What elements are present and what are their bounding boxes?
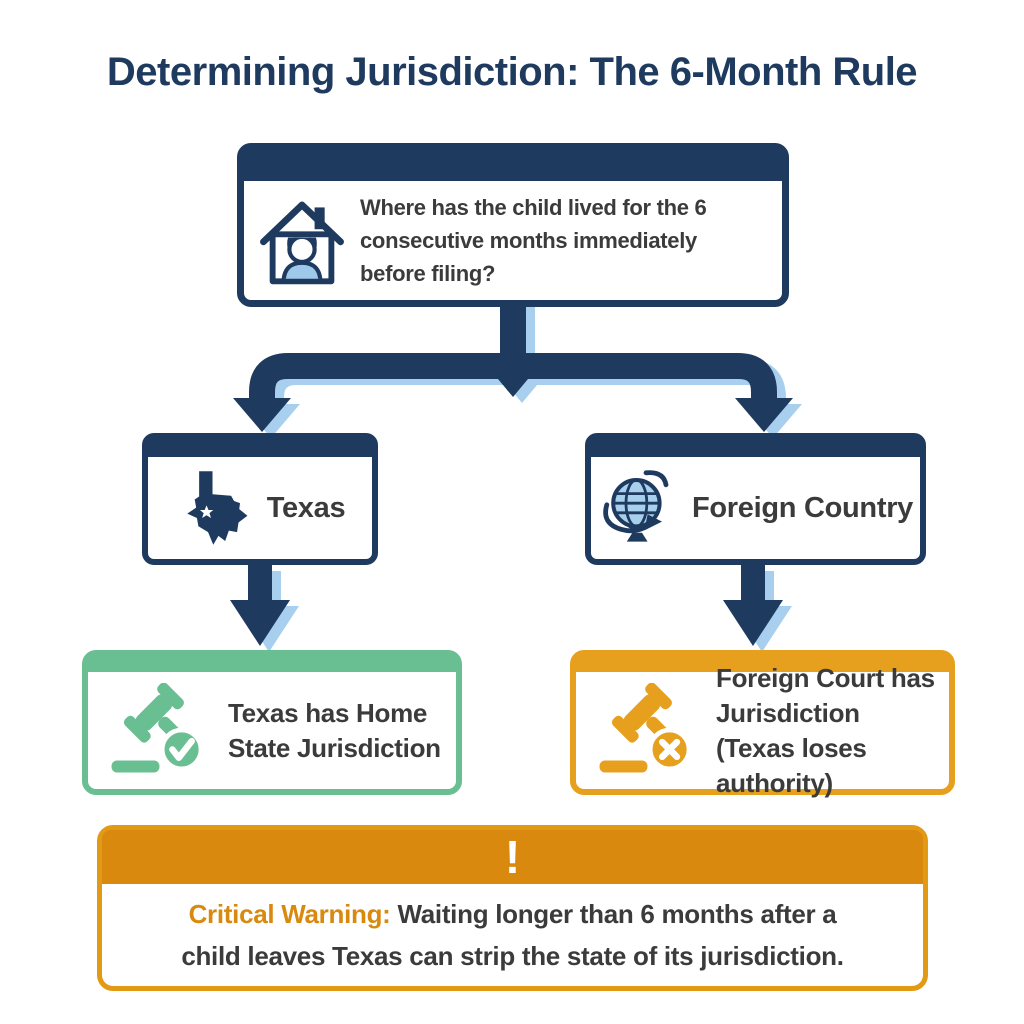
house-child-icon [260, 201, 344, 284]
question-text: Where has the child lived for the 6 cons… [360, 195, 707, 286]
exclamation-icon: ! [504, 831, 521, 883]
outcome-foreign-text: Foreign Court has Jurisdiction (Texas lo… [716, 662, 935, 798]
branch-texas: Texas [142, 433, 378, 565]
warning-text: Critical Warning: Waiting longer than 6 … [181, 899, 844, 971]
question-node-header [244, 150, 782, 181]
gavel-check-icon [111, 682, 204, 772]
arrow-foreign-outcome [723, 600, 783, 646]
gavel-x-icon [599, 682, 692, 772]
question-node: Where has the child lived for the 6 cons… [237, 143, 789, 307]
branch-foreign-label: Foreign Country [691, 491, 914, 524]
critical-warning-panel: ! Critical Warning: Waiting longer than … [97, 825, 928, 991]
branch-foreign-header [591, 439, 920, 457]
branch-texas-header [148, 439, 372, 457]
warning-header: ! [102, 830, 923, 884]
page-title: Determining Jurisdiction: The 6-Month Ru… [106, 50, 918, 94]
arrow-texas-outcome [230, 600, 290, 646]
globe-icon [603, 470, 669, 542]
branch-texas-label: Texas [266, 491, 346, 524]
texas-state-icon [186, 471, 248, 545]
arrow-down-left [233, 398, 291, 432]
outcome-texas-text: Texas has Home State Jurisdiction [228, 697, 441, 763]
outcome-texas-jurisdiction: Texas has Home State Jurisdiction [82, 650, 462, 795]
outcome-orange-header [576, 656, 949, 672]
outcome-green-header [88, 656, 456, 672]
warning-prefix: Critical Warning: [188, 899, 391, 929]
outcome-foreign-jurisdiction: Foreign Court has Jurisdiction (Texas lo… [570, 650, 955, 798]
branch-foreign-country: Foreign Country [585, 433, 926, 565]
arrow-down-right [735, 398, 793, 432]
